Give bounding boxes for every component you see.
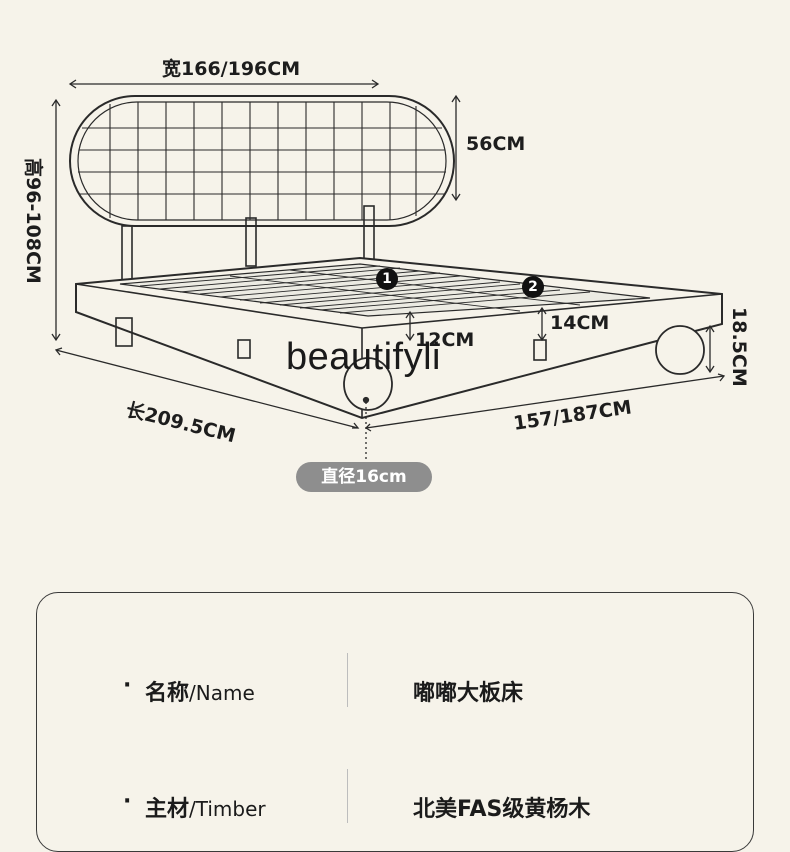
watermark: beautifyli xyxy=(286,336,441,378)
ball-foot-right xyxy=(655,325,705,375)
divider xyxy=(347,769,348,823)
ball-foot-front xyxy=(343,357,393,411)
spec-key: 名称/Name xyxy=(145,681,255,706)
marker-1: 1 xyxy=(376,268,398,290)
bullet: · xyxy=(123,789,132,814)
diameter-badge: 直径16cm xyxy=(296,462,432,492)
spec-key: 主材/Timber xyxy=(145,797,266,822)
leg-height-label: 18.5CM xyxy=(728,307,750,387)
side-depth-label: 14CM xyxy=(550,312,610,334)
width-label: 宽166/196CM xyxy=(162,58,301,80)
bullet: · xyxy=(123,673,132,698)
headboard xyxy=(69,95,455,227)
marker-2: 2 xyxy=(522,276,544,298)
headboard-height-label: 56CM xyxy=(466,133,526,155)
spec-card: · 名称/Name 嘟嘟大板床 · 主材/Timber 北美FAS级黄杨木 xyxy=(36,592,754,852)
inner-depth-label: 12CM xyxy=(415,329,475,351)
bed-dimension-diagram: 宽166/196CM 56CM 高96-108CM 1 2 12CM 14CM … xyxy=(22,58,750,492)
headboard-grid xyxy=(78,102,446,220)
total-height-label: 高96-108CM xyxy=(22,158,44,284)
divider xyxy=(347,653,348,707)
spec-value: 嘟嘟大板床 xyxy=(413,681,524,706)
spec-value: 北美FAS级黄杨木 xyxy=(413,797,591,822)
bed-drawing xyxy=(51,79,726,462)
spec-row-timber: · 主材/Timber 北美FAS级黄杨木 xyxy=(37,769,753,831)
spec-row-name: · 名称/Name 嘟嘟大板床 xyxy=(37,653,753,715)
